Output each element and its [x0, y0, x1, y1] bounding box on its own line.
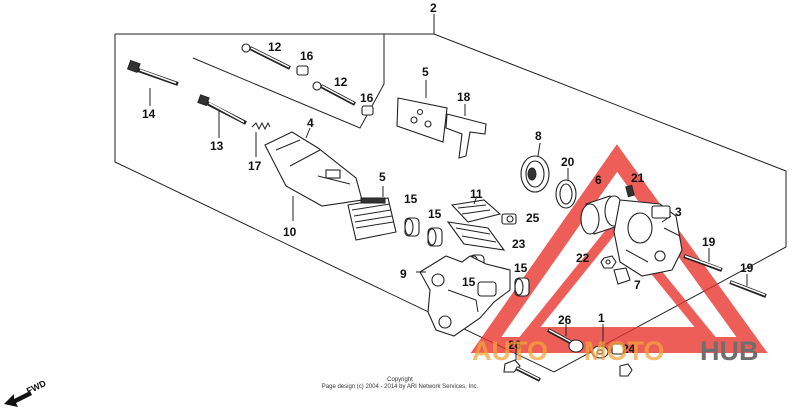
callout-17: 17 [248, 159, 262, 173]
part-15-bushing-a [404, 217, 420, 237]
part-24-bolt [611, 343, 633, 377]
copyright-line-2: Page design (c) 2004 - 2014 by ARI Netwo… [321, 384, 479, 390]
callout-12a: 12 [268, 40, 282, 54]
callout-3: 3 [675, 205, 682, 219]
part-26-bolt-lower [503, 359, 541, 382]
callout-12b: 12 [334, 75, 348, 89]
callout-26b: 26 [508, 338, 522, 352]
callout-16b: 16 [360, 91, 374, 105]
copyright-notice: Copyright Page design (c) 2004 - 2014 by… [300, 377, 500, 391]
callout-5a: 5 [422, 65, 429, 79]
callout-7: 7 [634, 278, 641, 292]
part-6-piston [580, 195, 624, 235]
part-4-cover [264, 131, 363, 207]
watermark-moto: MOTO [584, 336, 665, 366]
part-25-bleeder [501, 213, 517, 225]
part-16-clip-lower [361, 105, 374, 116]
watermark-hub: HUB [700, 336, 759, 366]
callout-21: 21 [631, 171, 645, 185]
leader-3 [661, 215, 672, 223]
part-1-washer [591, 345, 609, 359]
callout-25: 25 [526, 211, 540, 225]
part-15-bushing-b [427, 227, 443, 247]
callout-6: 6 [595, 173, 602, 187]
callout-8: 8 [535, 129, 542, 143]
part-7-cap [613, 267, 631, 285]
leader-8 [537, 142, 541, 157]
callout-20: 20 [561, 155, 575, 169]
part-12-pin-lower [312, 81, 356, 106]
watermark-text: AUTO MOTO HUB [472, 336, 759, 366]
callout-19b: 19 [740, 261, 754, 275]
part-23-shim [446, 221, 506, 251]
callout-24: 24 [622, 342, 636, 356]
part-12-pin-upper [241, 43, 291, 70]
fwd-label: FWD [25, 378, 48, 396]
part-8-seal [520, 155, 550, 193]
part-15-bushing-d [514, 277, 530, 297]
part-16-clip-upper [296, 65, 309, 76]
callout-14: 14 [142, 107, 156, 121]
part-19-pin-a [683, 254, 723, 272]
callouts: 2 12 16 12 16 14 4 13 17 10 5 18 5 15 11… [142, 1, 754, 356]
leader-11 [473, 195, 478, 205]
callout-13: 13 [210, 139, 224, 153]
part-13-bolt [197, 94, 247, 125]
part-9-bracket [419, 255, 511, 337]
part-18-bracket [445, 113, 487, 159]
callout-2: 2 [430, 1, 437, 15]
copyright-line-1: Copyright [387, 377, 413, 383]
part-11-shim [450, 199, 502, 223]
part-14-bolt [126, 59, 179, 86]
part-19-pin-b [729, 280, 767, 298]
fwd-indicator: FWD [2, 374, 62, 408]
callout-26a: 26 [558, 313, 572, 327]
part-5-pad-lower [347, 197, 397, 241]
callout-15d: 15 [514, 261, 528, 275]
callout-19a: 19 [702, 235, 716, 249]
callout-15c: 15 [462, 275, 476, 289]
callout-18: 18 [457, 90, 471, 104]
callout-10: 10 [283, 225, 297, 239]
part-20-seal [555, 179, 577, 209]
callout-22: 22 [576, 251, 590, 265]
callout-9: 9 [400, 267, 407, 281]
callout-15b: 15 [428, 207, 442, 221]
subassembly-frame [192, 33, 385, 129]
part-3-caliper [613, 199, 683, 277]
callout-16a: 16 [300, 49, 314, 63]
part-26-bolt-upper [547, 328, 584, 353]
callout-15a: 15 [404, 192, 418, 206]
part-21-pin [625, 184, 635, 198]
callout-23: 23 [512, 237, 526, 251]
callout-11: 11 [470, 187, 483, 201]
part-22-nut [600, 255, 617, 269]
callout-4: 4 [307, 116, 314, 130]
leader-4 [305, 127, 311, 139]
part-5-pad-upper [396, 97, 448, 143]
callout-1: 1 [598, 311, 605, 325]
callout-5b: 5 [379, 170, 386, 184]
fwd-arrow-icon: FWD [4, 378, 48, 407]
part-17-spring [251, 121, 271, 131]
watermark-auto: AUTO [472, 336, 548, 366]
